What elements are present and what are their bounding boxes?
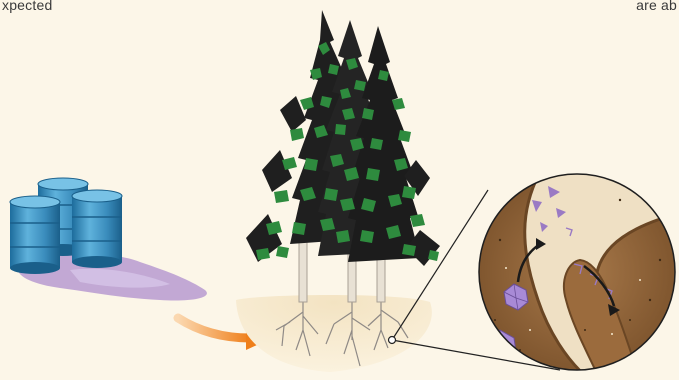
magnifier-callout-icon [479,172,679,380]
chemical-barrel-icon [10,196,60,274]
soil-mound [236,295,432,372]
chemical-barrel-icon [72,190,122,268]
